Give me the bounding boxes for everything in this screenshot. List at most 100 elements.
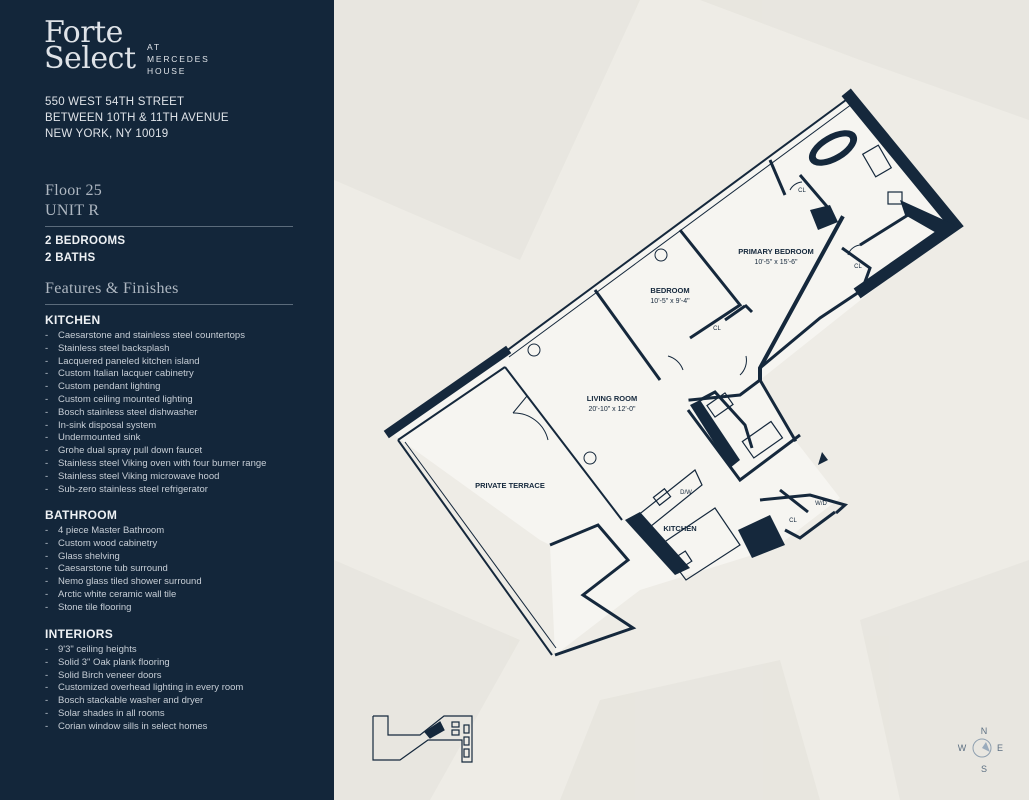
feature-text: Custom ceiling mounted lighting: [58, 393, 193, 405]
feature-item: -Customized overhead lighting in every r…: [45, 682, 243, 695]
feature-text: Arctic white ceramic wall tile: [58, 588, 177, 600]
feature-item: -Corian window sills in select homes: [45, 721, 243, 734]
feature-text: 4 piece Master Bathroom: [58, 525, 165, 536]
feature-item: -Sub-zero stainless steel refrigerator: [45, 484, 266, 497]
feature-text: Stainless steel backsplash: [58, 342, 170, 354]
bullet-dash: -: [45, 445, 49, 457]
feature-item: -Glass shelving: [45, 551, 202, 564]
bullet-dash: -: [45, 330, 49, 341]
label-living-room: LIVING ROOM: [587, 394, 637, 403]
feature-item: -Custom pendant lighting: [45, 381, 266, 394]
bullet-dash: -: [45, 470, 49, 482]
logo-word-select: Select: [44, 41, 136, 76]
feature-text: Caesarstone tub surround: [58, 563, 168, 575]
feature-item: -Caesarstone and stainless steel counter…: [45, 330, 266, 343]
feature-item: -Undermounted sink: [45, 432, 266, 445]
feature-item: -Custom ceiling mounted lighting: [45, 394, 266, 407]
feature-text: Corian window sills in select homes: [58, 720, 208, 732]
label-closet: CL: [789, 518, 797, 524]
compass-west: W: [958, 743, 967, 753]
label-dishwasher: D/W: [680, 490, 692, 496]
feature-text: Lacquered paneled kitchen island: [58, 355, 200, 367]
label-primary-bedroom: PRIMARY BEDROOM: [738, 247, 813, 256]
feature-item: -Lacquered paneled kitchen island: [45, 356, 266, 369]
logo-sub-line: AT: [147, 42, 161, 52]
brand-logo: Forte Select AT MERCEDES HOUSE: [44, 18, 208, 77]
bath-fixtures: [741, 130, 903, 459]
feature-item: -Nemo glass tiled shower surround: [45, 576, 202, 589]
feature-text: Custom wood cabinetry: [58, 537, 158, 549]
section-interiors: INTERIORS-9'3" ceiling heights-Solid 3" …: [45, 627, 243, 734]
feature-list: -Caesarstone and stainless steel counter…: [45, 330, 266, 496]
bullet-dash: -: [45, 342, 49, 354]
label-closet: CL: [798, 188, 806, 194]
bullet-dash: -: [45, 432, 49, 444]
address: 550 WEST 54TH STREET BETWEEN 10TH & 11TH…: [45, 94, 229, 142]
feature-item: -9'3" ceiling heights: [45, 644, 243, 657]
logo-sub-line: MERCEDES: [147, 54, 210, 64]
label-washer-dryer: W/D: [815, 501, 827, 507]
feature-item: -Solid Birch veneer doors: [45, 670, 243, 683]
bullet-dash: -: [45, 644, 49, 655]
address-line: NEW YORK, NY 10019: [45, 128, 169, 140]
bullet-dash: -: [45, 406, 49, 418]
label-kitchen: KITCHEN: [663, 524, 696, 533]
address-line: BETWEEN 10TH & 11TH AVENUE: [45, 112, 229, 124]
bullet-dash: -: [45, 393, 49, 405]
columns: [527, 248, 668, 465]
floor-plan: PRIMARY BEDROOM 10'-5" x 15'-6" BEDROOM …: [334, 0, 1029, 800]
feature-text: Custom pendant lighting: [58, 381, 161, 393]
bullet-dash: -: [45, 457, 49, 469]
bullet-dash: -: [45, 707, 49, 719]
bullet-dash: -: [45, 588, 49, 600]
feature-item: -Stainless steel Viking oven with four b…: [45, 458, 266, 471]
key-plan: [372, 715, 473, 763]
feature-text: 9'3" ceiling heights: [58, 644, 137, 655]
bullet-dash: -: [45, 669, 49, 681]
feature-text: Stainless steel Viking oven with four bu…: [58, 457, 267, 469]
label-closet: CL: [854, 264, 862, 270]
feature-text: Caesarstone and stainless steel countert…: [58, 330, 245, 341]
feature-text: Customized overhead lighting in every ro…: [58, 682, 244, 694]
feature-item: -4 piece Master Bathroom: [45, 525, 202, 538]
section-kitchen: KITCHEN-Caesarstone and stainless steel …: [45, 313, 266, 496]
feature-item: -Custom Italian lacquer cabinetry: [45, 368, 266, 381]
address-line: 550 WEST 54TH STREET: [45, 96, 185, 108]
label-closet: CL: [713, 326, 721, 332]
feature-text: Grohe dual spray pull down faucet: [58, 445, 203, 457]
floor-label: Floor 25: [45, 182, 103, 199]
feature-item: -Stainless steel Viking microwave hood: [45, 471, 266, 484]
logo-subtitle: AT MERCEDES HOUSE: [147, 41, 210, 77]
compass-icon: N S E W: [958, 726, 1003, 774]
feature-item: -Custom wood cabinetry: [45, 538, 202, 551]
terrace-walls: [397, 366, 637, 657]
dims-bedroom: 10'-5" x 9'-4": [650, 298, 690, 305]
bullet-dash: -: [45, 419, 49, 431]
unit-floor: [390, 97, 955, 655]
feature-list: -4 piece Master Bathroom-Custom wood cab…: [45, 525, 202, 615]
label-private-terrace: PRIVATE TERRACE: [475, 481, 545, 490]
unit-summary: 2 BEDROOMS 2 BATHS: [45, 233, 125, 267]
section-title: KITCHEN: [45, 313, 101, 327]
feature-text: Nemo glass tiled shower surround: [58, 576, 202, 588]
feature-text: Custom Italian lacquer cabinetry: [58, 368, 194, 380]
feature-item: -In-sink disposal system: [45, 420, 266, 433]
bullet-dash: -: [45, 720, 49, 732]
feature-item: -Stone tile flooring: [45, 602, 202, 615]
bullet-dash: -: [45, 576, 49, 588]
feature-text: Solid 3" Oak plank flooring: [58, 656, 170, 668]
bedrooms-count: 2 BEDROOMS: [45, 235, 126, 247]
label-bedroom: BEDROOM: [650, 286, 689, 295]
kitchen-fixtures: [631, 392, 741, 581]
feature-text: Glass shelving: [58, 550, 120, 562]
feature-item: -Bosch stainless steel dishwasher: [45, 407, 266, 420]
entry-arrow-icon: [818, 452, 828, 465]
feature-text: Sub-zero stainless steel refrigerator: [58, 483, 208, 495]
feature-text: Stone tile flooring: [58, 601, 132, 613]
feature-text: Bosch stackable washer and dryer: [58, 695, 204, 707]
compass-east: E: [997, 743, 1003, 753]
logo-sub-line: HOUSE: [147, 66, 187, 76]
feature-item: -Solid 3" Oak plank flooring: [45, 657, 243, 670]
feature-text: Solid Birch veneer doors: [58, 669, 162, 681]
feature-item: -Arctic white ceramic wall tile: [45, 589, 202, 602]
